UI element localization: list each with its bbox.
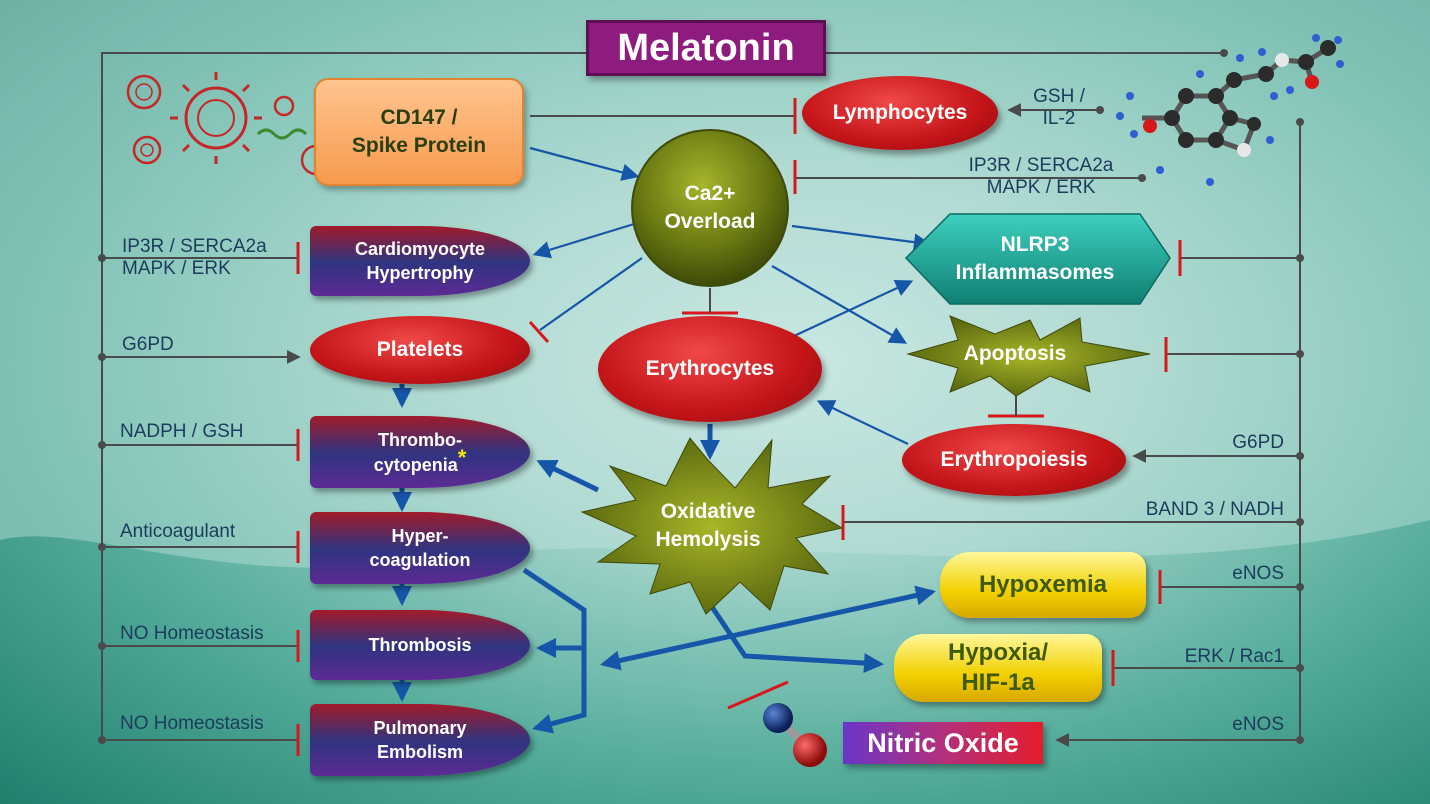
- apoptosis-label: Apoptosis: [963, 342, 1067, 365]
- hypercoagulation-node: Hyper- coagulation: [310, 512, 530, 584]
- right-label-ip3r: IP3R / SERCA2a MAPK / ERK: [946, 155, 1136, 199]
- melatonin-molecule-icon: [1116, 34, 1344, 186]
- nlrp3-line1: NLRP3: [1000, 233, 1070, 256]
- cd147-line2: Spike Protein: [351, 134, 487, 157]
- erythropoiesis-node: Erythropoiesis: [902, 424, 1126, 496]
- hyper-line1: Hyper-: [391, 526, 449, 546]
- nlrp3-line2: Inflammasomes: [955, 261, 1115, 284]
- left-label-ip3r: IP3R / SERCA2a MAPK / ERK: [122, 236, 267, 280]
- erythrocytes-label: Erythrocytes: [645, 357, 775, 380]
- hypoxemia-node: Hypoxemia: [940, 552, 1146, 618]
- hyper-line2: coagulation: [369, 550, 471, 570]
- left-label-g6pd: G6PD: [122, 334, 174, 355]
- ca-overload-shape: [631, 129, 789, 287]
- platelets-node: Platelets: [310, 316, 530, 384]
- apoptosis-shape: [906, 315, 1151, 397]
- right-label-gsh: GSH / IL-2: [1024, 86, 1094, 130]
- inhibition-bars: [296, 98, 1182, 756]
- thin-blue-arrows: [529, 146, 932, 445]
- cd147-line1: CD147 /: [380, 106, 458, 129]
- left-frame-dots: [98, 254, 106, 744]
- hypoxemia-label: Hypoxemia: [978, 571, 1108, 598]
- oxidative-hemolysis-node: Oxidative Hemolysis: [636, 496, 780, 556]
- right-feedback-lines: [530, 52, 1301, 747]
- erythrocytes-node: Erythrocytes: [598, 316, 822, 422]
- thrombo-line1: Thrombo-: [378, 429, 462, 450]
- page-title: Melatonin: [586, 20, 826, 76]
- right-ip3r-line1: IP3R / SERCA2a: [968, 155, 1114, 176]
- nlrp3-shape: [904, 213, 1171, 305]
- pe-line1: Pulmonary: [373, 718, 467, 738]
- right-label-erk-rac1: ERK / Rac1: [1184, 646, 1284, 667]
- hypoxia-hif-node: Hypoxia/ HIF-1a: [894, 634, 1102, 702]
- asterisk-mark: *: [457, 444, 467, 470]
- thick-blue-arrows: [392, 384, 936, 734]
- nitric-oxide-molecule-icon: [763, 703, 827, 767]
- oxidative-line1: Oxidative: [660, 500, 756, 523]
- left-ip3r-line2: MAPK / ERK: [122, 258, 231, 279]
- pulmonary-embolism-node: Pulmonary Embolism: [310, 704, 530, 776]
- right-label-band3: BAND 3 / NADH: [1145, 499, 1284, 520]
- cardiomyocyte-hypertrophy-node: Cardiomyocyte Hypertrophy: [310, 226, 530, 296]
- ca-line1: Ca2+: [684, 182, 736, 205]
- thrombocytopenia-node: Thrombo- cytopenia*: [310, 416, 530, 488]
- ca-line2: Overload: [664, 210, 756, 233]
- nitric-oxide-node: Nitric Oxide: [843, 722, 1043, 764]
- nitric-oxide-label: Nitric Oxide: [867, 727, 1019, 758]
- virus-small-icon: [126, 74, 295, 165]
- platelets-label: Platelets: [376, 338, 464, 361]
- thrombosis-node: Thrombosis: [310, 610, 530, 680]
- hypoxia-line1: Hypoxia/: [947, 639, 1049, 666]
- right-label-enos-2: eNOS: [1232, 714, 1284, 735]
- oxidative-line2: Hemolysis: [655, 528, 761, 551]
- oxidative-hemolysis-shape: [580, 437, 844, 615]
- left-label-no-homeostasis-2: NO Homeostasis: [120, 713, 264, 734]
- ca-overload-node: Ca2+ Overload: [640, 168, 780, 248]
- erythropoiesis-label: Erythropoiesis: [940, 448, 1088, 471]
- left-label-nadph: NADPH / GSH: [120, 421, 244, 442]
- nlrp3-node: NLRP3 Inflammasomes: [930, 224, 1140, 294]
- cardio-line2: Hypertrophy: [366, 263, 474, 283]
- right-ip3r-line2: MAPK / ERK: [986, 177, 1096, 198]
- hypoxia-line2: HIF-1a: [961, 669, 1035, 696]
- apoptosis-node: Apoptosis: [950, 338, 1080, 370]
- virus-tail-icon: [256, 128, 308, 140]
- right-label-enos-1: eNOS: [1232, 563, 1284, 584]
- thrombo-line2: cytopenia: [373, 454, 458, 475]
- lymphocytes-label: Lymphocytes: [832, 101, 968, 124]
- thrombosis-label: Thrombosis: [368, 635, 472, 655]
- left-ip3r-line1: IP3R / SERCA2a: [122, 236, 267, 257]
- lymphocytes-node: Lymphocytes: [802, 76, 998, 150]
- pe-line2: Embolism: [376, 742, 464, 762]
- right-gsh-line2: IL-2: [1042, 108, 1076, 129]
- left-feedback-lines: [101, 52, 586, 741]
- left-label-anticoagulant: Anticoagulant: [120, 521, 236, 542]
- left-label-no-homeostasis-1: NO Homeostasis: [120, 623, 264, 644]
- cardio-line1: Cardiomyocyte: [354, 239, 486, 259]
- right-gsh-line1: GSH /: [1033, 86, 1085, 107]
- inhibition-stems: [709, 288, 1017, 416]
- virus-icon: [170, 72, 262, 164]
- cd147-spike-node: CD147 / Spike Protein: [314, 78, 524, 186]
- right-label-g6pd: G6PD: [1232, 432, 1284, 453]
- right-frame-dots: [1096, 49, 1304, 744]
